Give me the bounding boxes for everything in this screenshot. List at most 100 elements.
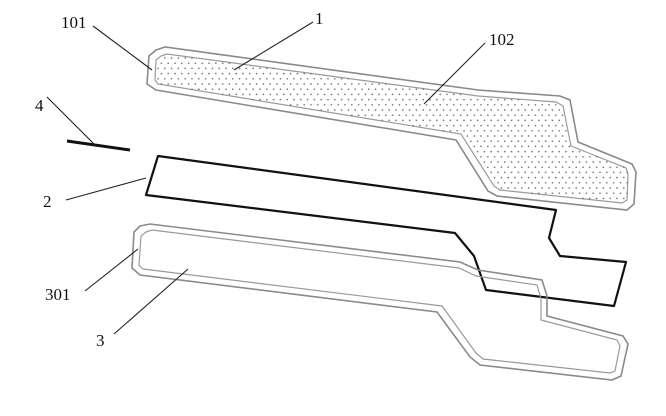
stipple-dot [364, 114, 367, 117]
stipple-dot [201, 72, 204, 75]
stipple-dot [520, 145, 523, 148]
stipple-dot [330, 93, 333, 96]
stipple-dot [527, 187, 530, 189]
stipple-dot [558, 129, 561, 132]
stipple-dot [585, 161, 588, 163]
stipple-dot [378, 93, 380, 96]
stipple-dot [425, 124, 428, 127]
stipple-dot [473, 145, 476, 148]
stipple-dot [463, 109, 465, 111]
stipple-dot [500, 114, 503, 117]
stipple-dot [459, 124, 462, 127]
stipple-dot [197, 77, 200, 80]
stipple-dot [439, 93, 442, 96]
stipple-dot [531, 140, 533, 143]
stipple-dot [201, 62, 204, 65]
stipple-dot [269, 72, 272, 75]
stipple-dot [422, 88, 425, 91]
stipple-dot [371, 103, 374, 106]
stipple-dot [289, 72, 292, 75]
stipple-dot [422, 119, 425, 122]
stipple-dot [252, 88, 255, 91]
stipple-dot [551, 181, 554, 184]
stipple-dot [238, 67, 241, 70]
stipple-dot [520, 187, 523, 189]
stipple-dot [180, 72, 183, 75]
stipple-dot [578, 150, 581, 153]
stipple-dot [561, 114, 564, 117]
stipple-dot [269, 83, 272, 85]
stipple-dot [456, 119, 459, 122]
stipple-dot [333, 109, 336, 111]
stipple-dot [340, 77, 343, 80]
stipple-dot [415, 88, 418, 91]
stipple-dot [507, 155, 510, 158]
stipple-dot [510, 181, 513, 184]
stipple-dot [476, 150, 479, 153]
stipple-dot [231, 67, 234, 70]
stipple-dot [310, 93, 312, 96]
stipple-dot [228, 72, 231, 75]
stipple-dot [265, 88, 268, 91]
stipple-dot [612, 192, 615, 195]
stipple-dot [429, 119, 431, 122]
stipple-dot [493, 103, 496, 106]
stipple-dot [252, 77, 255, 80]
stipple-dot [609, 187, 612, 189]
stipple-dot [520, 166, 523, 169]
stipple-dot [296, 93, 299, 96]
stipple-dot [565, 129, 567, 132]
stipple-dot [272, 67, 275, 70]
stipple-dot [554, 176, 557, 179]
stipple-dot [541, 135, 544, 137]
stipple-dot [327, 88, 329, 91]
stipple-dot [571, 171, 574, 174]
stipple-dot [381, 119, 384, 122]
stipple-dot [524, 161, 527, 163]
stipple-dot [503, 181, 506, 184]
stipple-dot [221, 93, 224, 96]
stipple-dot [262, 72, 265, 75]
stipple-dot [463, 119, 465, 122]
stipple-dot [204, 88, 207, 91]
stipple-dot [180, 83, 183, 85]
stipple-dot [561, 176, 564, 179]
stipple-dot [167, 72, 170, 75]
stipple-dot [299, 98, 302, 101]
stipple-dot [422, 98, 425, 101]
stipple-dot [449, 109, 452, 111]
stipple-dot [184, 67, 187, 70]
stipple-dot [354, 109, 357, 111]
stipple-dot [544, 161, 547, 163]
stipple-dot [510, 119, 513, 122]
stipple-dot [486, 166, 489, 169]
stipple-dot [415, 119, 418, 122]
stipple-dot [507, 187, 510, 189]
stipple-dot [303, 83, 306, 85]
stipple-dot [520, 114, 523, 117]
stipple-dot [578, 171, 581, 174]
stipple-dot [272, 77, 275, 80]
stipple-dot [340, 88, 343, 91]
stipple-dot [310, 72, 312, 75]
stipple-dot [170, 77, 173, 80]
stipple-dot [575, 187, 578, 189]
stipple-dot [534, 124, 537, 127]
stipple-dot [350, 114, 353, 117]
stipple-dot [208, 72, 210, 75]
stipple-dot [364, 103, 367, 106]
stipple-dot [418, 124, 421, 127]
callout-4: 4 [35, 96, 44, 115]
stipple-dot [544, 181, 547, 184]
stipple-dot [490, 98, 493, 101]
callout-labels: 101 1 102 4 2 301 3 [35, 9, 515, 350]
stipple-dot [514, 114, 516, 117]
stipple-dot [452, 114, 455, 117]
stipple-dot [490, 109, 493, 111]
stipple-dot [616, 176, 618, 179]
stipple-dot [561, 145, 564, 148]
stipple-dot [510, 129, 513, 132]
stipple-dot [412, 114, 414, 117]
part-1-stipple-fill [157, 57, 629, 200]
stipple-dot [507, 135, 510, 137]
